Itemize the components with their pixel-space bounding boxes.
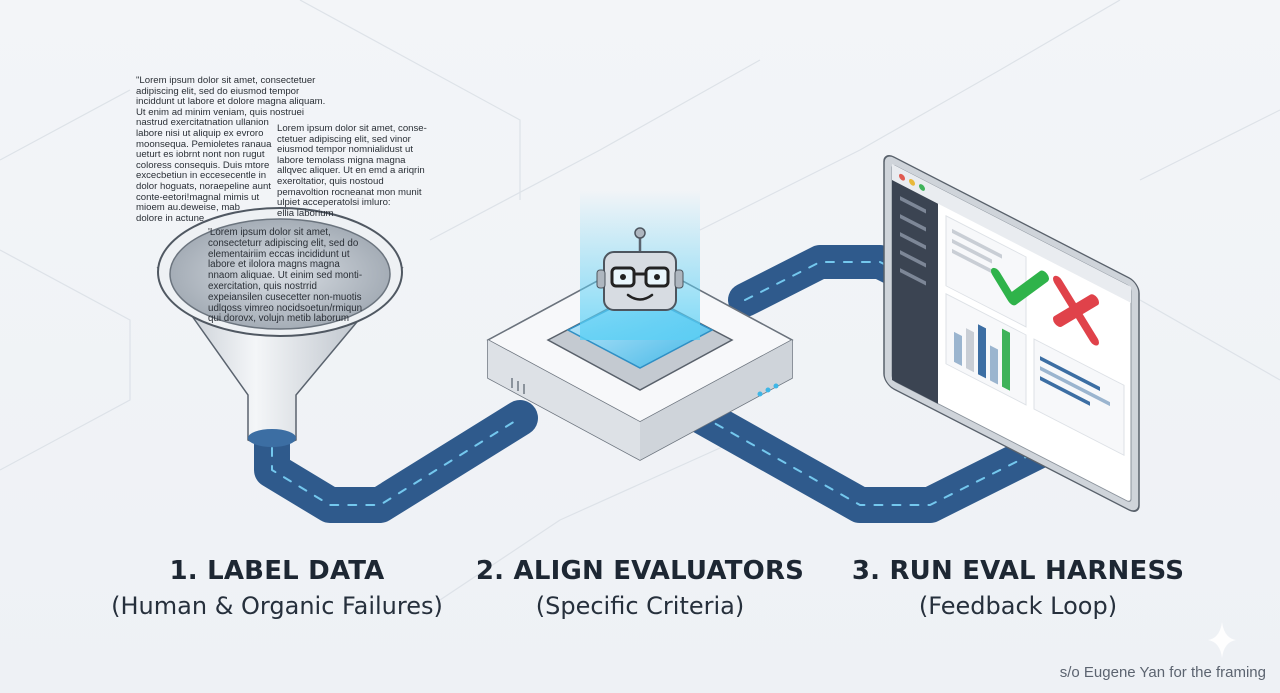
step-subtitle: (Specific Criteria) bbox=[535, 592, 745, 620]
step-subtitle: (Human & Organic Failures) bbox=[111, 592, 443, 620]
text-line: ueturt es iobrnt nont non rugut bbox=[136, 149, 265, 161]
funnel-icon bbox=[156, 207, 404, 447]
text-line: expeiansilen cusecetter non-muotis bbox=[208, 291, 362, 303]
text-line: elementairiim eccas incididunt ut bbox=[208, 248, 350, 260]
text-line: labore temolass migna magna bbox=[277, 154, 406, 166]
step-subtitle: (Feedback Loop) bbox=[918, 592, 1118, 620]
background-lines bbox=[0, 0, 1280, 601]
text-line: Ut enim ad minim veniam, quis nostruei bbox=[136, 106, 304, 118]
text-line: moonsequa. Pemioletes ranaua bbox=[136, 138, 272, 150]
text-line: udlqoss vimreo nocidsoetun/rmiqun bbox=[208, 302, 363, 314]
text-line: inciddunt ut labore et dolore magna aliq… bbox=[136, 96, 326, 108]
text-line: 'Lorem ipsum dolor sit amet, bbox=[208, 227, 331, 238]
lorem-text-block-right: Lorem ipsum dolor sit amet, conse-ctetue… bbox=[277, 123, 427, 219]
step-label-data: 1. LABEL DATA (Human & Organic Failures) bbox=[111, 556, 443, 620]
text-line: consecteturr adipiscing elit, sed do bbox=[208, 237, 359, 249]
text-line: conte-eetori!magnal mimis ut bbox=[136, 191, 260, 203]
text-line: nnaom aliquae. Ut einim sed monti- bbox=[208, 270, 363, 282]
text-line: ulpiet acceperatolsi imluro: bbox=[277, 197, 391, 209]
lorem-text-in-funnel: 'Lorem ipsum dolor sit amet,consecteturr… bbox=[208, 227, 363, 325]
text-line: dolore in actune bbox=[136, 212, 205, 224]
text-line: labore et ilolora magns magna bbox=[208, 259, 340, 271]
text-line: adipiscing elit, sed do eiusmod tempor bbox=[136, 85, 300, 97]
text-line: "Lorem ipsum dolor sit amet, consectetue… bbox=[136, 75, 316, 86]
step-title: 3. RUN EVAL HARNESS bbox=[851, 556, 1185, 586]
step-title: 1. LABEL DATA bbox=[169, 556, 385, 586]
text-line: coloress consequis. Duis mtore bbox=[136, 159, 270, 171]
text-line: ctetuer adipiscing elit, sed vinor bbox=[277, 133, 411, 145]
text-line: qui dorovx, volujn metib laborum bbox=[208, 313, 350, 325]
check-icon bbox=[991, 267, 1049, 306]
step-run-eval-harness: 3. RUN EVAL HARNESS (Feedback Loop) bbox=[852, 556, 1184, 620]
text-line: excecbetiun in eccesecentle in bbox=[136, 170, 267, 182]
robot-icon bbox=[596, 227, 684, 311]
sparkle-icon bbox=[1208, 622, 1236, 658]
step-align-evaluators: 2. ALIGN EVALUATORS (Specific Criteria) bbox=[476, 556, 804, 620]
text-line: labore nisi ut aliquip ex evroro bbox=[136, 127, 264, 139]
text-line: Lorem ipsum dolor sit amet, conse- bbox=[277, 123, 427, 134]
text-line: exeroltatior, quis nostoud bbox=[277, 175, 384, 187]
step-title: 2. ALIGN EVALUATORS bbox=[475, 556, 805, 586]
text-line: exercitation, quis nostrrid bbox=[208, 280, 317, 292]
text-line: dolor hoguats, noraepeline aunt bbox=[136, 180, 271, 192]
text-line: pemavoltion rocneanat mon munit bbox=[277, 186, 422, 198]
text-line: mioem au.deweise, mab bbox=[136, 202, 240, 214]
cross-icon bbox=[1053, 275, 1099, 346]
text-line: eiusmod tempor nomnialidust ut bbox=[277, 144, 413, 156]
lorem-text-block-left: "Lorem ipsum dolor sit amet, consectetue… bbox=[136, 75, 326, 224]
text-line: allqvec aliquer. Ut en emd a ariqrin bbox=[277, 165, 425, 177]
credit-text: s/o Eugene Yan for the framing bbox=[1059, 664, 1266, 681]
text-line: ellia laborium bbox=[277, 207, 334, 219]
evaluator-chip bbox=[486, 190, 794, 461]
text-line: nastrud exercitatnation ullanion bbox=[136, 117, 269, 129]
dashboard-monitor bbox=[883, 154, 1140, 512]
